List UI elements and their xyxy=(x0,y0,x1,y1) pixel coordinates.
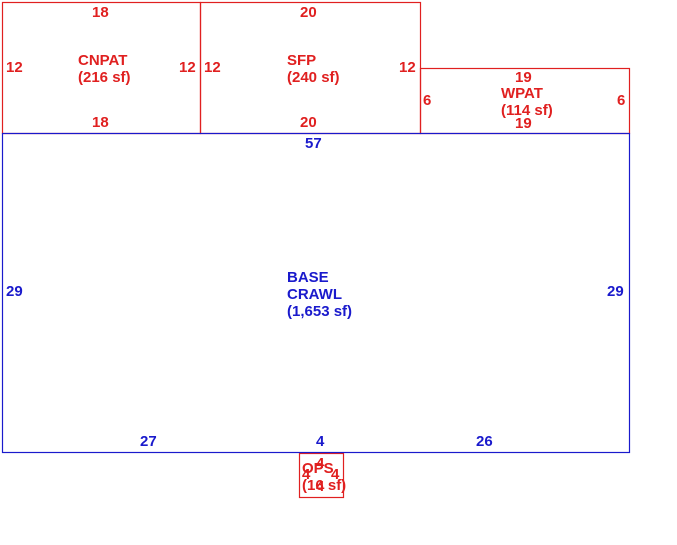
sfp-dim-left: 12 xyxy=(204,59,221,76)
base-dim-bottom-mid: 4 xyxy=(316,433,325,450)
base-dim-left: 29 xyxy=(6,283,23,300)
base-area: (1,653 sf) xyxy=(287,303,353,320)
base-name-line1: BASE xyxy=(287,269,329,286)
sfp-dim-bottom: 20 xyxy=(300,114,317,131)
wpat-dim-top: 19 xyxy=(515,69,532,86)
cnpat-name: CNPAT xyxy=(78,52,128,69)
ops-dim-top: 4 xyxy=(316,455,325,472)
base-dim-top: 57 xyxy=(305,135,322,152)
sfp-area: (240 sf) xyxy=(287,69,340,86)
sfp-name: SFP xyxy=(287,52,317,69)
cnpat-dim-left: 12 xyxy=(6,59,23,76)
sfp-dim-top: 20 xyxy=(300,4,317,21)
base-name-line2: CRAWL xyxy=(287,286,342,303)
ops-area: (16 sf) xyxy=(302,477,347,494)
cnpat-dim-top: 18 xyxy=(92,4,109,21)
wpat-dim-right: 6 xyxy=(617,92,626,109)
base-dim-bottom-left: 27 xyxy=(140,433,157,450)
base-dim-right: 29 xyxy=(607,283,624,300)
cnpat-area: (216 sf) xyxy=(78,69,131,86)
ops-area-label: OPS (16 sf) xyxy=(302,460,346,494)
ops-outline xyxy=(298,452,345,499)
base-crawl-outline xyxy=(1,132,631,454)
wpat-area: (114 sf) xyxy=(501,102,553,119)
wpat-dim-left: 6 xyxy=(423,92,432,109)
cnpat-area-label: CNPAT (216 sf) xyxy=(78,52,131,86)
wpat-dim-bottom: 19 xyxy=(515,115,532,132)
sfp-dim-right: 12 xyxy=(399,59,416,76)
ops-name: OPS xyxy=(302,460,334,477)
wpat-name: WPAT xyxy=(501,85,543,102)
base-area-label: BASE CRAWL (1,653 sf) xyxy=(287,269,352,320)
sfp-area-label: SFP (240 sf) xyxy=(287,52,340,86)
cnpat-dim-right: 12 xyxy=(179,59,196,76)
base-dim-bottom-right: 26 xyxy=(476,433,493,450)
cnpat-dim-bottom: 18 xyxy=(92,114,109,131)
ops-dim-right: 4 xyxy=(331,466,340,483)
ops-dim-left: 4 xyxy=(302,466,311,483)
ops-dim-bottom: 4 xyxy=(316,478,325,495)
wpat-area-label: WPAT (114 sf) xyxy=(501,85,553,119)
